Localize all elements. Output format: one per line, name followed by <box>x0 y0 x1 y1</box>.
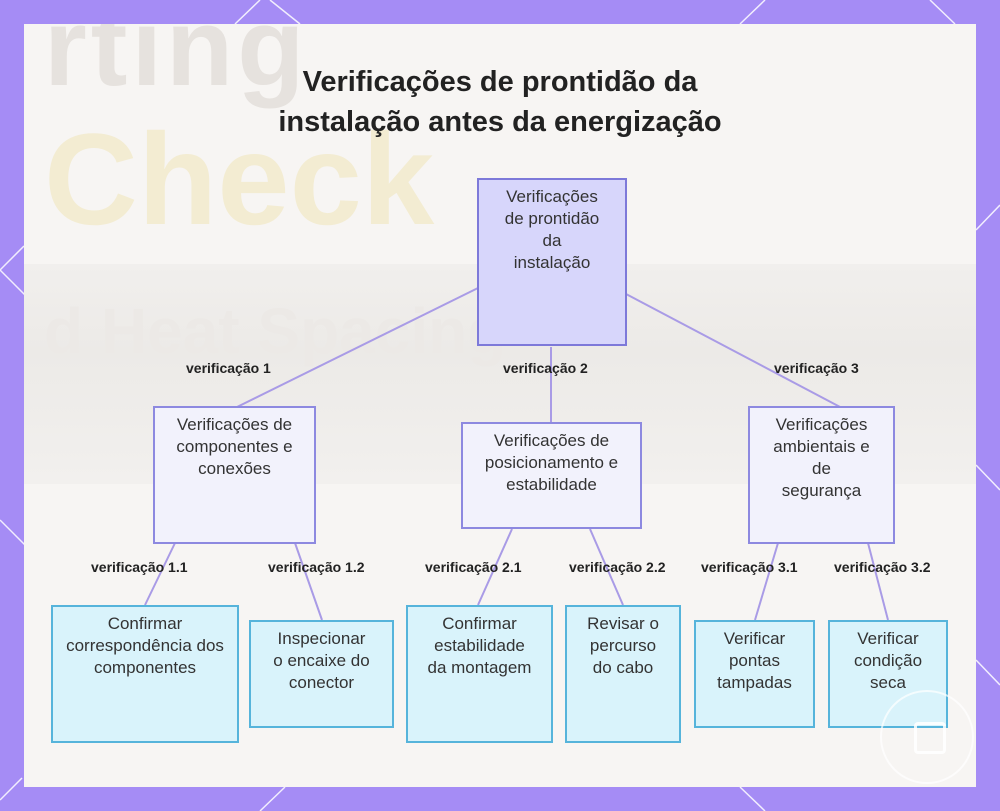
leaf-node-2-1-label: Confirmar estabilidade da montagem <box>427 614 532 677</box>
edge-label-3: verificação 3 <box>774 360 859 376</box>
edge-root-1 <box>234 287 479 409</box>
edge-label-1: verificação 1 <box>186 360 271 376</box>
root-node-label: Verificações de prontidão da instalação <box>504 187 600 272</box>
edge-label-1-2: verificação 1.2 <box>268 559 365 575</box>
branch-node-3: Verificações ambientais e de segurança <box>748 406 895 544</box>
leaf-node-1-1: Confirmar correspondência dos componente… <box>51 605 239 743</box>
edge-3-1b <box>867 542 889 621</box>
leaf-node-2-2: Revisar o percurso do cabo <box>565 605 681 743</box>
branch-node-2-label: Verificações de posicionamento e estabil… <box>484 431 619 494</box>
branch-node-1: Verificações de componentes e conexões <box>153 406 316 544</box>
leaf-node-2-2-label: Revisar o percurso do cabo <box>587 614 659 677</box>
edge-root-3 <box>625 293 843 409</box>
leaf-node-1-2-label: Inspecionar o encaixe do conector <box>273 629 370 692</box>
background-text-1: rting <box>44 24 309 109</box>
edge-label-2: verificação 2 <box>503 360 588 376</box>
branch-node-1-label: Verificações de componentes e conexões <box>176 415 293 478</box>
edge-label-2-1: verificação 2.1 <box>425 559 522 575</box>
root-node: Verificações de prontidão da instalação <box>477 178 627 346</box>
leaf-node-1-1-label: Confirmar correspondência dos componente… <box>66 614 224 677</box>
edge-label-1-1: verificação 1.1 <box>91 559 188 575</box>
edge-1-1b <box>294 542 323 621</box>
title-line-1: Verificações de prontidão da <box>302 66 698 98</box>
edge-label-3-2: verificação 3.2 <box>834 559 931 575</box>
edge-3-1a <box>754 542 779 621</box>
leaf-node-2-1: Confirmar estabilidade da montagem <box>406 605 553 743</box>
leaf-node-1-2: Inspecionar o encaixe do conector <box>249 620 394 728</box>
leaf-node-3-2-label: Verificar condição seca <box>853 629 923 692</box>
background-text-3: d Heat Spacing <box>44 295 507 367</box>
edge-1-1a <box>144 542 176 606</box>
branch-node-3-label: Verificações ambientais e de segurança <box>773 415 870 500</box>
edge-label-3-1: verificação 3.1 <box>701 559 798 575</box>
edge-2-1b <box>589 528 624 606</box>
diagram-title: Verificações de prontidão da instalação … <box>200 62 800 142</box>
edge-label-2-2: verificação 2.2 <box>569 559 666 575</box>
leaf-node-3-1-label: Verificar pontas tampadas <box>717 629 792 692</box>
watermark-logo-icon <box>880 690 974 784</box>
branch-node-2: Verificações de posicionamento e estabil… <box>461 422 642 529</box>
title-line-2: instalação antes da energização <box>278 106 722 138</box>
leaf-node-3-1: Verificar pontas tampadas <box>694 620 815 728</box>
background-text-2: Check <box>44 106 435 252</box>
edge-2-1a <box>477 528 513 606</box>
